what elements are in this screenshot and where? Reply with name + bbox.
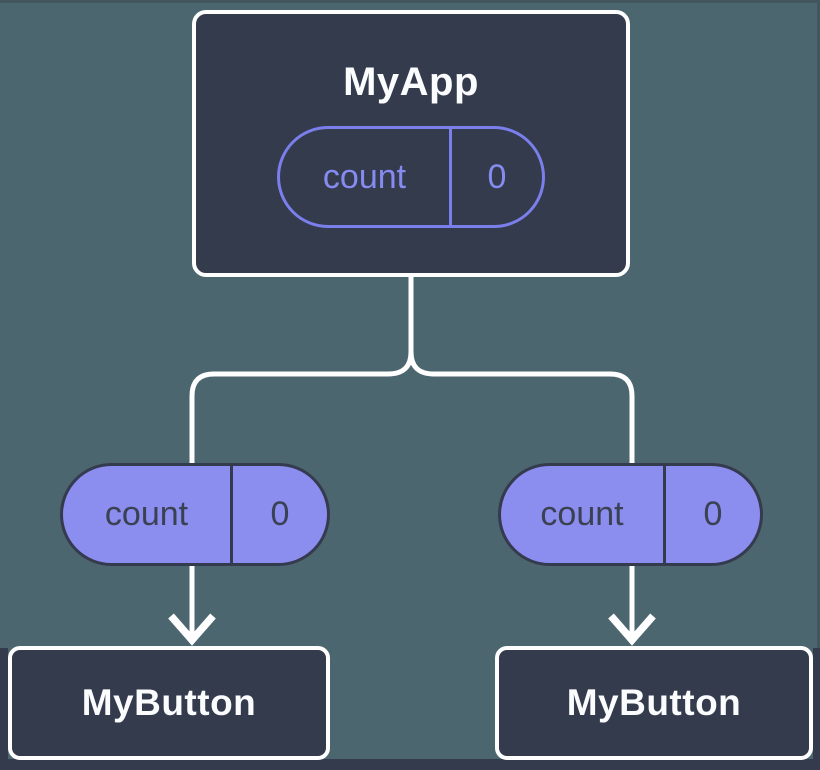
left-branch-line	[189, 351, 414, 637]
prop-name: count	[322, 157, 407, 196]
prop-name: count	[104, 495, 189, 533]
root-component-node: MyApp count 0	[192, 10, 630, 277]
right-child-component-node: MyButton	[495, 646, 813, 760]
pill-divider	[230, 466, 233, 563]
pill-divider	[663, 466, 666, 563]
cropped-dark-panel-left	[0, 648, 8, 770]
arrow-down-icon	[608, 613, 656, 646]
prop-name: count	[540, 495, 624, 533]
top-edge-sliver	[0, 0, 820, 3]
cropped-dark-panel-right	[813, 648, 820, 770]
left-child-component-node: MyButton	[8, 646, 330, 760]
root-node-title: MyApp	[343, 60, 479, 104]
right-edge-sliver	[817, 0, 820, 770]
left-prop-pill: count 0	[60, 463, 330, 566]
arrow-down-icon	[168, 613, 216, 646]
cropped-dark-panel-bottom	[0, 759, 820, 770]
child-node-title: MyButton	[81, 681, 257, 723]
pill-divider	[449, 129, 452, 225]
root-prop-pill: count 0	[277, 126, 545, 228]
prop-value: 0	[703, 495, 723, 533]
right-prop-pill: count 0	[498, 463, 763, 566]
right-branch-line	[408, 351, 635, 637]
prop-value: 0	[487, 157, 507, 196]
child-node-title: MyButton	[566, 681, 742, 723]
prop-value: 0	[270, 495, 290, 533]
